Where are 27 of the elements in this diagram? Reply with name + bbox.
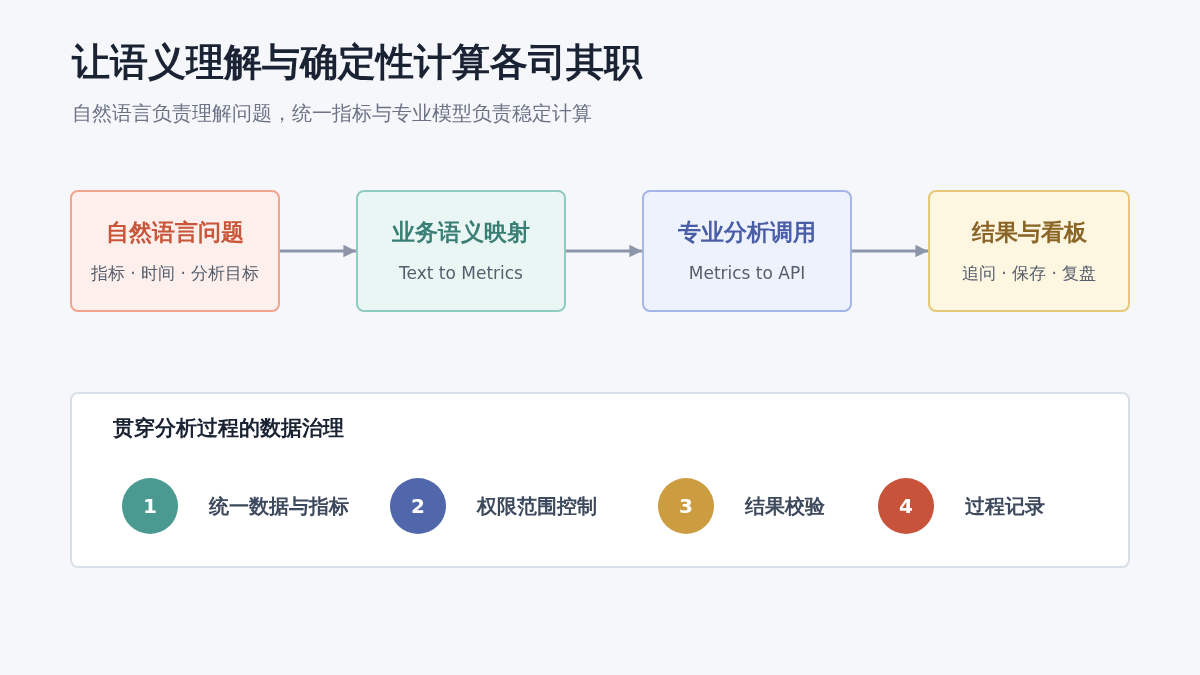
process-box	[928, 190, 1130, 312]
step-label: 权限范围控制	[477, 494, 597, 518]
number-badge: 2	[390, 478, 446, 534]
number-badge: 4	[878, 478, 934, 534]
number-badge: 3	[658, 478, 714, 534]
step-label: 统一数据与指标	[209, 494, 349, 518]
page-title: 让语义理解与确定性计算各司其职	[72, 40, 642, 86]
step-label: 结果校验	[745, 494, 825, 518]
step-title: 结果与看板	[971, 219, 1087, 247]
number-badge: 1	[122, 478, 178, 534]
step-subtitle: 追问 · 保存 · 复盘	[961, 262, 1097, 283]
process-box	[642, 190, 852, 312]
step-title: 自然语言问题	[106, 219, 244, 247]
arrow	[852, 244, 928, 258]
governance-panel	[70, 392, 1130, 568]
step-subtitle: 指标 · 时间 · 分析目标	[90, 262, 260, 283]
panel-heading: 贯穿分析过程的数据治理	[113, 416, 344, 442]
arrow	[280, 244, 356, 258]
step-subtitle: Metrics to API	[688, 262, 806, 283]
process-box	[70, 190, 280, 312]
step-label: 过程记录	[965, 494, 1045, 518]
step-subtitle: Text to Metrics	[399, 262, 523, 283]
arrow	[566, 244, 642, 258]
process-box	[356, 190, 566, 312]
subtitle: 自然语言负责理解问题，统一指标与专业模型负责稳定计算	[72, 101, 592, 125]
step-title: 业务语义映射	[392, 219, 530, 247]
step-title: 专业分析调用	[678, 219, 816, 247]
